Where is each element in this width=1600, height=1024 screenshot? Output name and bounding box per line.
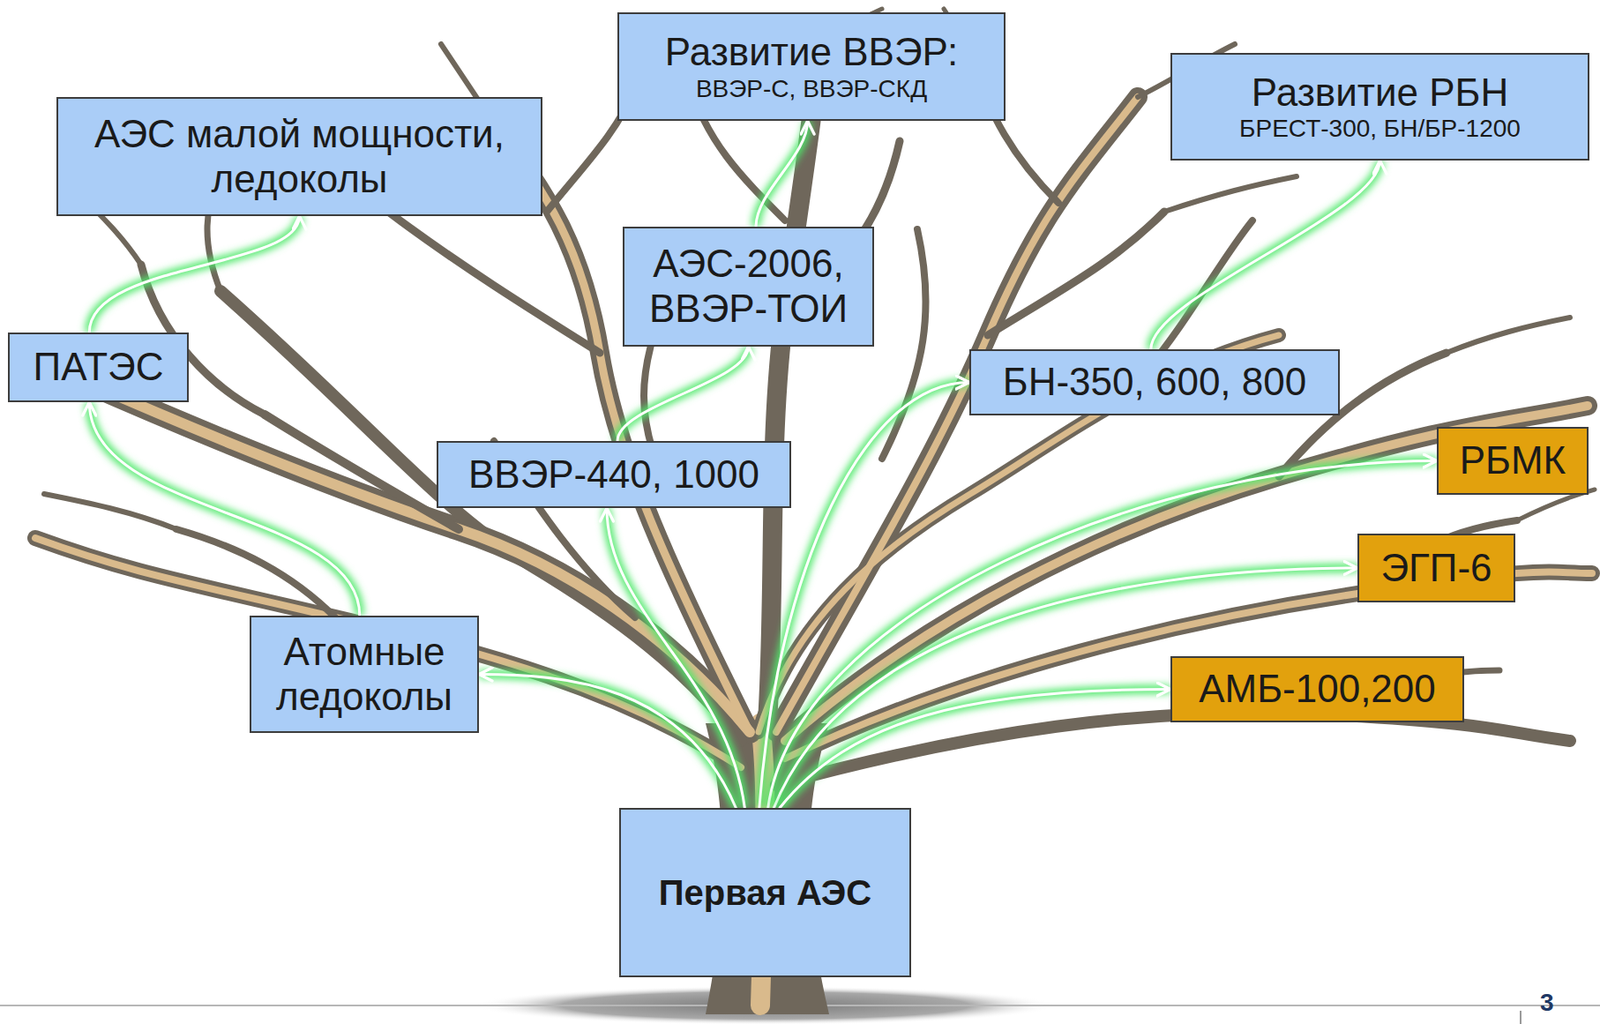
connector-arrow xyxy=(617,346,748,442)
connector-arrow xyxy=(89,216,300,333)
box-label: Развитие РБН xyxy=(1251,70,1509,116)
connector-glow xyxy=(768,461,1437,809)
box-label: АМБ-100,200 xyxy=(1198,666,1436,712)
box-label: ЭГП-6 xyxy=(1380,545,1492,591)
reactor-box: Атомные ледоколы xyxy=(249,615,479,733)
connector-glow xyxy=(89,402,360,616)
box-label: Развитие ВВЭР: xyxy=(665,29,958,75)
connector-arrow xyxy=(89,402,360,616)
box-label: РБМК xyxy=(1459,438,1567,484)
connector-line xyxy=(768,461,1437,809)
connector-glow xyxy=(617,346,748,442)
reactor-box: БН-350, 600, 800 xyxy=(969,349,1340,416)
legacy-reactor-box: АМБ-100,200 xyxy=(1170,656,1465,723)
box-label: Первая АЭС xyxy=(658,872,872,913)
reactor-box: АЭС-2006, ВВЭР-ТОИ xyxy=(622,226,875,347)
box-label: БН-350, 600, 800 xyxy=(1002,359,1307,405)
connector-arrow xyxy=(768,461,1437,809)
connector-arrow xyxy=(606,508,745,808)
connector-line xyxy=(1151,160,1381,350)
box-label: АЭС малой мощности, ледоколы xyxy=(70,112,529,202)
box-label: ПАТЭС xyxy=(33,344,165,390)
box-label: Атомные ледоколы xyxy=(263,629,465,719)
legacy-reactor-box: ЭГП-6 xyxy=(1357,533,1516,603)
connector-line xyxy=(755,120,808,227)
reactor-box: Развитие ВВЭР:ВВЭР-С, ВВЭР-СКД xyxy=(617,12,1006,121)
connector-line xyxy=(779,689,1171,809)
box-label: ВВЭР-440, 1000 xyxy=(468,452,760,498)
reactor-box: Развитие РБНБРЕСТ-300, БН/БР-1200 xyxy=(1170,52,1590,161)
page-number: 3 xyxy=(1540,989,1555,1017)
connector-arrow xyxy=(779,689,1171,809)
reactor-box: АЭС малой мощности, ледоколы xyxy=(56,97,543,217)
reactor-box: ПАТЭС xyxy=(7,332,189,403)
footer-divider xyxy=(1519,1010,1522,1024)
connector-glow xyxy=(1151,160,1381,350)
box-sublabel: ВВЭР-С, ВВЭР-СКД xyxy=(695,74,928,104)
reactor-box: ВВЭР-440, 1000 xyxy=(436,441,792,509)
connector-arrow xyxy=(755,120,808,227)
box-sublabel: БРЕСТ-300, БН/БР-1200 xyxy=(1239,114,1521,143)
reactor-box: Первая АЭС xyxy=(619,807,912,978)
connector-glow xyxy=(755,120,808,227)
connector-glow xyxy=(89,216,300,333)
connector-line xyxy=(89,216,300,333)
box-label: АЭС-2006, ВВЭР-ТОИ xyxy=(636,241,860,331)
connector-glow xyxy=(606,508,745,808)
connector-arrow xyxy=(1151,160,1381,350)
connector-line xyxy=(89,402,360,616)
tree-branches xyxy=(35,8,1595,1015)
connector-glow xyxy=(779,689,1171,809)
connector-line xyxy=(606,508,745,808)
connector-line xyxy=(617,346,748,442)
legacy-reactor-box: РБМК xyxy=(1436,426,1589,495)
